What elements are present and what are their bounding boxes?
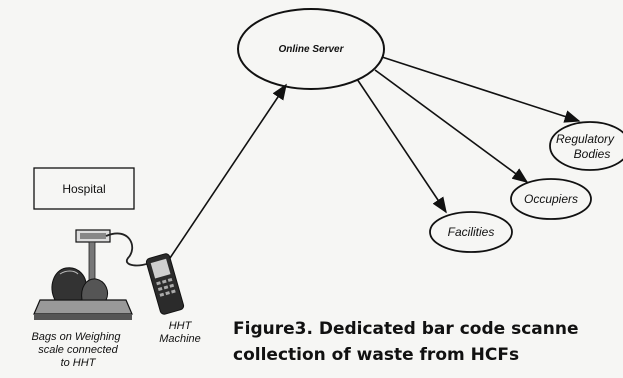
weighing-scale-illustration <box>33 229 153 320</box>
figure-caption-line2: collection of waste from HCFs <box>233 345 519 365</box>
hospital-label: Hospital <box>62 182 105 196</box>
regulatory-bodies-label-line2: Bodies <box>574 147 611 161</box>
arrow-hht-to-server <box>169 83 287 259</box>
arrow-server-to-regulatory <box>381 56 581 123</box>
occupiers-node <box>510 178 592 220</box>
bags-label-line3: to HHT <box>61 357 97 369</box>
bags-label-line2: scale connected <box>38 344 118 356</box>
online-server-node <box>237 8 385 90</box>
occupiers-label: Occupiers <box>524 192 578 206</box>
arrow-server-to-occupiers <box>374 69 529 183</box>
hospital-box <box>33 167 135 210</box>
regulatory-bodies-node <box>549 121 623 171</box>
online-server-label: Online Server <box>278 44 344 55</box>
facilities-label: Facilities <box>448 225 495 239</box>
figure-caption-line1: Figure3. Dedicated bar code scanne <box>233 319 578 339</box>
hht-label-line1: HHT <box>169 320 193 332</box>
hht-label-line2: Machine <box>159 333 201 345</box>
hht-device-illustration <box>145 253 185 315</box>
bags-label-line1: Bags on Weighing <box>31 331 121 343</box>
facilities-node <box>429 211 513 253</box>
regulatory-bodies-label-line1: Regulatory <box>556 132 615 146</box>
arrow-server-to-facilities <box>356 78 447 214</box>
